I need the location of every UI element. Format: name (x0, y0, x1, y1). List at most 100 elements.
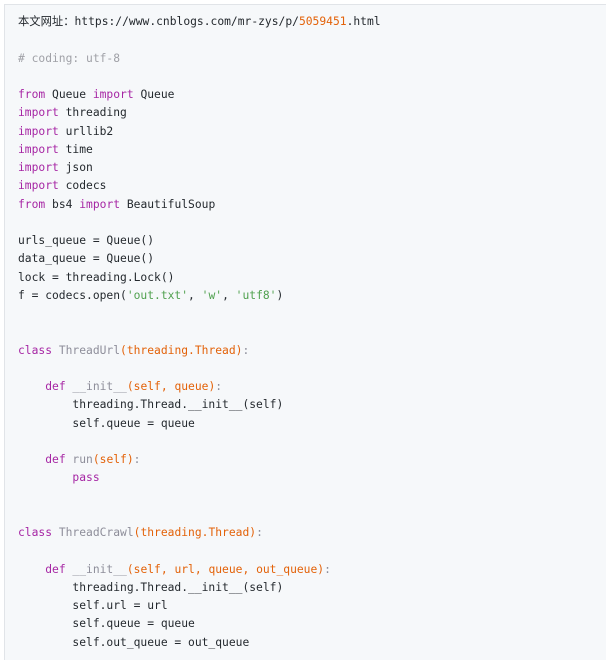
code-line: self.queue = queue (18, 415, 381, 433)
code-token: codecs (58, 179, 107, 193)
code-token: : (133, 453, 141, 466)
code-token: ThreadUrl (52, 343, 121, 357)
code-line (18, 68, 381, 86)
code-token: import (92, 88, 134, 101)
code-token: __init__ (65, 380, 127, 393)
code-token: threading (58, 106, 127, 120)
code-line (18, 31, 381, 49)
code-line (18, 506, 381, 524)
code-line: data_queue = Queue() (18, 250, 381, 268)
code-token: 5059451 (298, 15, 347, 28)
code-line: threading.Thread.__init__(self) (18, 579, 381, 597)
code-line: self.url = url (18, 597, 381, 615)
code-token: .html (346, 15, 381, 28)
code-panel: 本文网址：https://www.cnblogs.com/mr-zys/p/50… (4, 4, 606, 660)
code-line (18, 360, 381, 378)
code-token: (self, url, queue, out_queue) (126, 562, 325, 576)
code-line: self.queue = queue (18, 615, 381, 633)
code-line: import codecs (18, 177, 381, 195)
code-token: (threading.Thread) (120, 343, 243, 357)
code-line: def __init__(self, queue): (18, 378, 381, 396)
code-token: pass (72, 471, 100, 485)
code-line: import time (18, 141, 381, 159)
code-token: self.url = url (18, 599, 168, 612)
code-token: f = codecs.open( (18, 288, 127, 302)
code-line: from bs4 import BeautifulSoup (18, 196, 381, 214)
code-token: class (18, 526, 53, 539)
code-line: lock = threading.Lock() (18, 269, 381, 287)
code-token: 本文网址： (18, 15, 75, 28)
code-line: pass (18, 469, 381, 487)
code-line: threading.Thread.__init__(self) (18, 396, 381, 414)
code-token: bs4 (45, 197, 80, 211)
code-token: Queue (133, 88, 175, 101)
code-token: threading.Thread.__init__(self) (18, 580, 284, 594)
code-line: urls_queue = Queue() (18, 232, 381, 250)
code-token: BeautifulSoup (120, 197, 216, 211)
code-token: import (18, 106, 59, 120)
code-token: run (65, 453, 93, 466)
code-token: (self) (92, 453, 134, 466)
code-line: import json (18, 159, 381, 177)
code-token: import (18, 124, 59, 138)
code-token (18, 563, 45, 576)
code-line (18, 323, 381, 341)
code-line (18, 488, 381, 506)
code-token: (threading.Thread) (133, 526, 257, 539)
code-token: urllib2 (58, 124, 114, 138)
code-token: class (18, 343, 53, 357)
code-token: import (18, 161, 59, 174)
code-line: from Queue import Queue (18, 86, 381, 104)
code-token: 'w' (201, 288, 223, 302)
code-token: : (242, 343, 250, 357)
code-token: 'utf8' (235, 288, 277, 302)
code-line (18, 214, 381, 232)
code-line: self.out_queue = out_queue (18, 634, 381, 652)
code-token: # coding: utf-8 (18, 51, 121, 65)
code-token: def (45, 453, 66, 466)
code-token: import (18, 179, 59, 193)
code-line: import urllib2 (18, 123, 381, 141)
code-token (18, 471, 72, 484)
code-token: import (79, 197, 121, 211)
code-token: 'out.txt' (126, 288, 189, 302)
code-token: : (215, 380, 223, 393)
code-token: urls_queue = Queue() (18, 234, 155, 247)
code-block: 本文网址：https://www.cnblogs.com/mr-zys/p/50… (18, 13, 381, 652)
code-line (18, 305, 381, 323)
code-token (18, 380, 45, 393)
code-line: class ThreadCrawl(threading.Thread): (18, 524, 381, 542)
code-token: from (18, 197, 46, 211)
code-token: self.queue = queue (18, 617, 195, 631)
code-line: def run(self): (18, 451, 381, 469)
code-token: json (58, 161, 93, 174)
code-token: import (18, 142, 59, 156)
code-token: __init__ (65, 562, 127, 576)
code-token: https://www.cnblogs.com/mr-zys/p/ (74, 15, 299, 28)
code-token: , (188, 288, 202, 302)
code-line: import threading (18, 104, 381, 122)
code-token: (self, queue) (126, 380, 216, 393)
code-token: lock = threading.Lock() (18, 270, 175, 284)
code-token: time (58, 142, 93, 156)
code-token: , (222, 288, 236, 302)
code-token: ThreadCrawl (52, 526, 134, 539)
code-token (18, 453, 45, 466)
code-token: threading.Thread.__init__(self) (18, 398, 284, 412)
code-token: def (45, 562, 66, 576)
code-token: : (324, 562, 331, 576)
code-token: from (18, 88, 46, 101)
code-line (18, 433, 381, 451)
code-line: def __init__(self, url, queue, out_queue… (18, 561, 381, 579)
code-line: f = codecs.open('out.txt', 'w', 'utf8') (18, 287, 381, 305)
code-token: def (45, 380, 66, 393)
code-line: class ThreadUrl(threading.Thread): (18, 342, 381, 360)
code-token: ) (276, 288, 284, 302)
code-token: self.out_queue = out_queue (18, 635, 250, 649)
code-token: data_queue = Queue() (18, 252, 155, 266)
code-line (18, 542, 381, 560)
code-token: self.queue = queue (18, 416, 195, 430)
code-line: # coding: utf-8 (18, 50, 381, 68)
code-token: : (256, 526, 263, 539)
code-token: Queue (45, 88, 93, 101)
